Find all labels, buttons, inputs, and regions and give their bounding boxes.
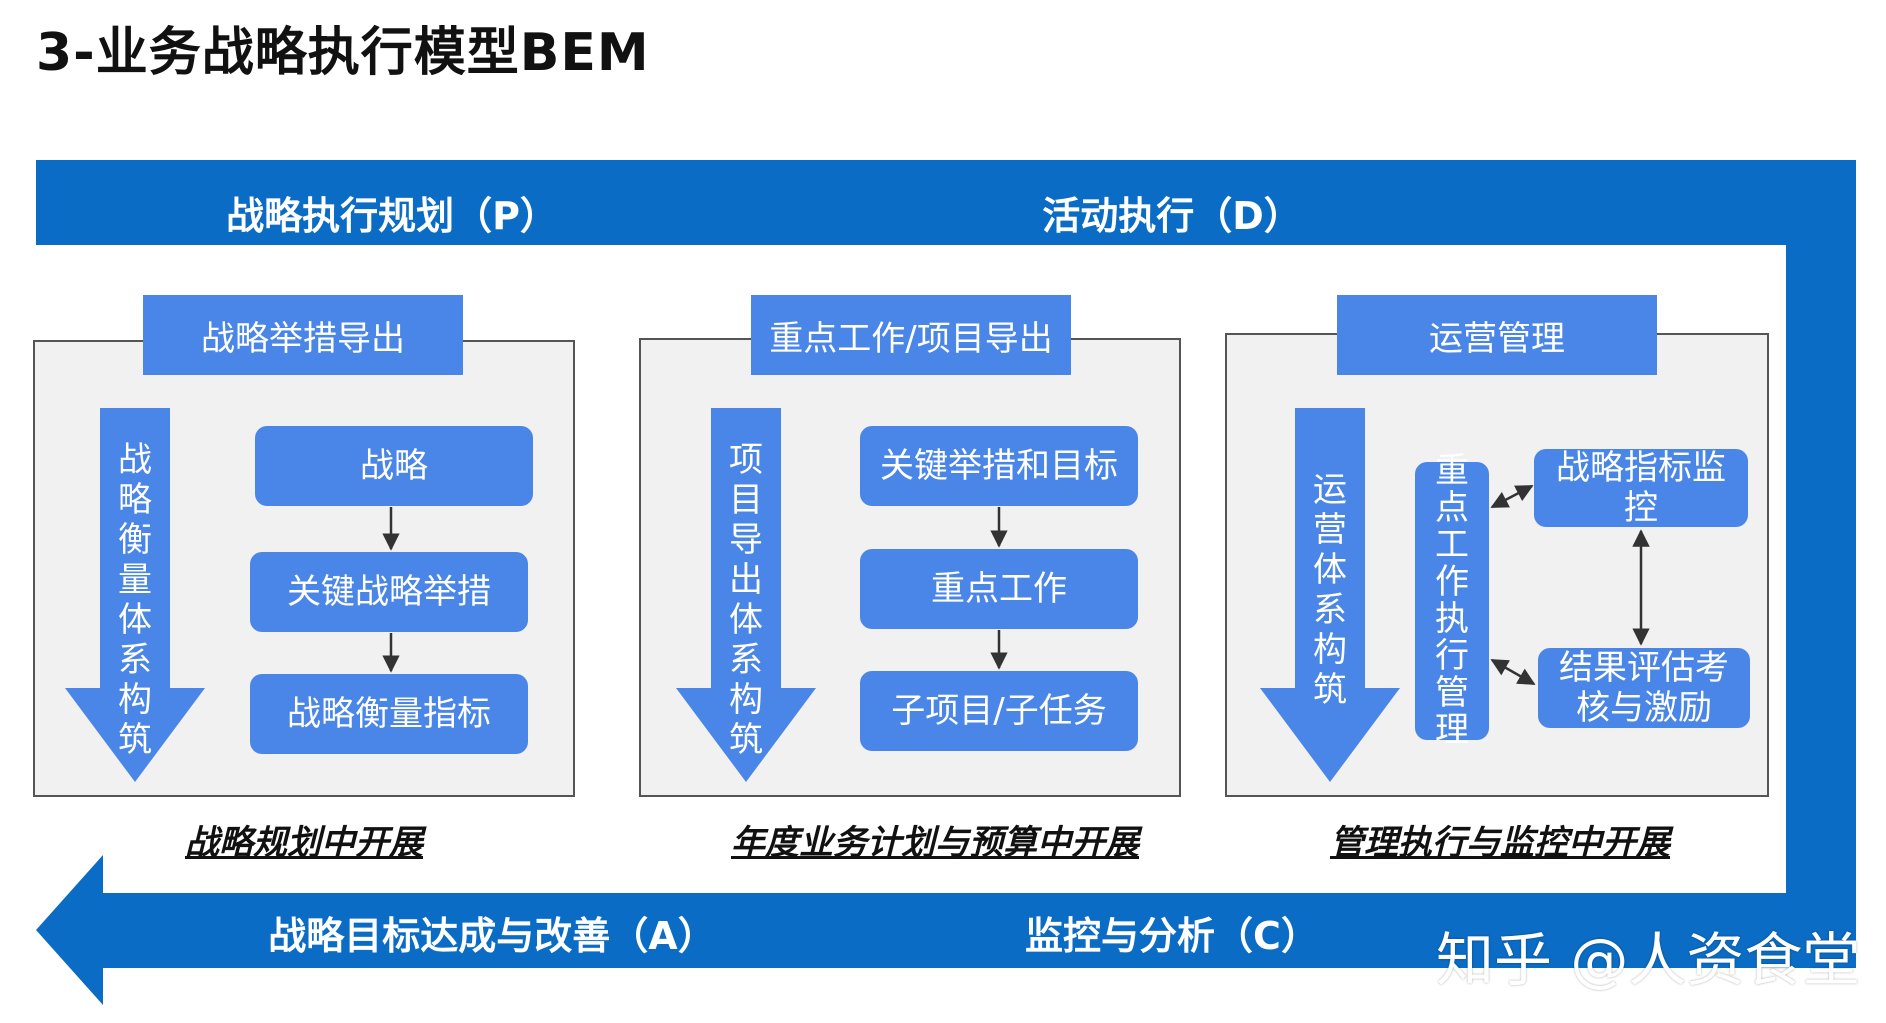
caption-operations: 管理执行与监控中开展 [1330,823,1670,863]
down-arrow-strategy [65,408,205,782]
arrow-label-key-work: 项目导出体系构筑 [729,440,763,760]
box-strategy-indicator-monitoring: 战略指标监控 [1534,448,1748,528]
caption-strategy: 战略规划中开展 [185,823,423,863]
band-label-check: 监控与分析（C） [1025,914,1319,958]
box-key-initiatives-goals: 关键举措和目标 [860,426,1138,506]
down-arrow-key-work [676,408,816,782]
caption-key-work: 年度业务计划与预算中开展 [731,823,1139,863]
panel-header-strategy: 战略举措导出 [143,295,463,375]
box-strategy-metrics: 战略衡量指标 [250,674,528,754]
box-subprojects: 子项目/子任务 [860,671,1138,751]
band-label-plan: 战略执行规划（P） [226,194,558,238]
panel-header-operations: 运营管理 [1337,295,1657,375]
down-arrow-operations [1260,408,1400,782]
arrow-label-strategy: 战略衡量体系构筑 [118,440,152,760]
panel-header-key-work: 重点工作/项目导出 [751,295,1071,375]
arrow-label-operations: 运营体系构筑 [1313,470,1347,710]
box-key-work-execution-label: 重点工作执行管理 [1435,451,1469,750]
band-label-do: 活动执行（D） [1042,194,1302,238]
page-title: 3-业务战略执行模型BEM [36,23,650,83]
watermark: 知乎 @人资食堂 [1436,926,1861,994]
cycle-band-shape [36,160,1856,1005]
box-key-strategic-initiatives: 关键战略举措 [250,552,528,632]
band-label-act: 战略目标达成与改善（A） [268,914,716,958]
box-strategy: 战略 [255,426,533,506]
box-key-work-execution: 重点工作执行管理 [1415,453,1489,749]
box-result-evaluation: 结果评估考核与激励 [1538,648,1750,728]
box-key-work: 重点工作 [860,549,1138,629]
